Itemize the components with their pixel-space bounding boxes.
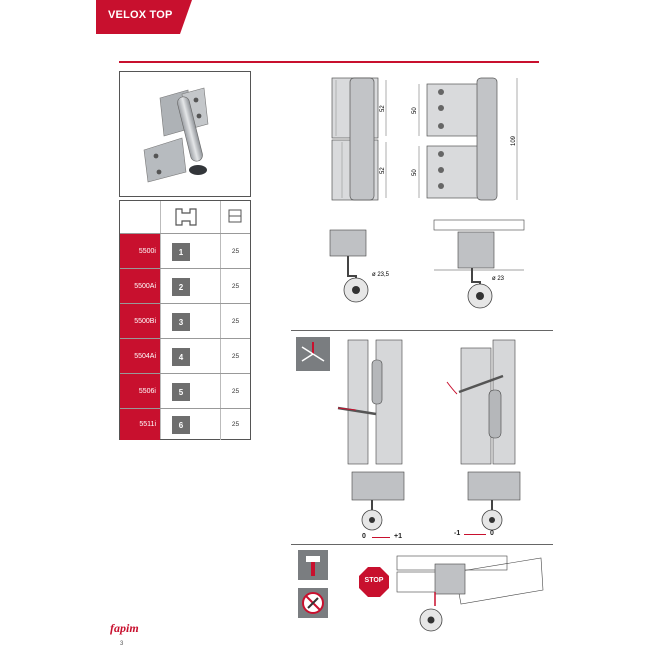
row-value: 25 xyxy=(220,269,250,304)
header-tab xyxy=(96,0,192,34)
table-row: 5500i 1 25 xyxy=(120,233,250,269)
row-code: 5500i xyxy=(120,234,160,269)
adjust-right-to: 0 xyxy=(490,530,494,537)
row-value: 25 xyxy=(220,234,250,269)
row-code: 5500Bi xyxy=(120,304,160,339)
no-screwdriver-box xyxy=(298,588,328,618)
dim-top-right: 50 xyxy=(412,107,418,114)
row-number: 4 xyxy=(172,348,190,366)
page-title: VELOX TOP xyxy=(108,9,173,21)
section-divider xyxy=(291,544,553,545)
header-rule xyxy=(119,61,539,63)
adjust-arrow-left xyxy=(372,537,390,538)
screw-icon xyxy=(228,209,242,223)
row-number: 3 xyxy=(172,313,190,331)
cross-section-b: ø 23 xyxy=(433,219,525,309)
table-divider xyxy=(160,201,161,439)
profile-icon xyxy=(175,208,197,226)
table-row: 5511i 6 25 xyxy=(120,408,250,440)
dim-bottom-right: 50 xyxy=(412,169,418,176)
adjust-section-left xyxy=(351,471,405,531)
hinge-front-drawing: 50 50 109 xyxy=(412,77,518,201)
adjust-drawing-left xyxy=(337,339,403,465)
hammer-icon-box xyxy=(298,550,328,580)
adjust-left-to: +1 xyxy=(394,533,402,540)
brand-logo: fapim xyxy=(110,621,139,635)
stop-label: STOP xyxy=(364,577,384,584)
dim-circle-a: ø 23,5 xyxy=(372,272,390,278)
table-row: 5500Ai 2 25 xyxy=(120,268,250,304)
row-value: 25 xyxy=(220,304,250,339)
product-photo-frame xyxy=(119,71,251,197)
no-screwdriver-icon xyxy=(302,592,324,614)
hinge-side-drawing: 52 52 xyxy=(331,77,387,201)
row-number: 2 xyxy=(172,278,190,296)
axes-icon-box xyxy=(296,337,330,371)
axes-icon xyxy=(301,342,325,362)
row-code: 5506i xyxy=(120,374,160,409)
row-code: 5511i xyxy=(120,409,160,440)
table-row: 5500Bi 3 25 xyxy=(120,303,250,339)
adjust-right-from: -1 xyxy=(454,530,461,537)
cross-section-a: ø 23,5 xyxy=(329,229,390,303)
row-number: 5 xyxy=(172,383,190,401)
row-code: 5500Ai xyxy=(120,269,160,304)
stop-sign-icon xyxy=(359,567,389,597)
row-number: 1 xyxy=(172,243,190,261)
table-header xyxy=(120,201,250,234)
dim-top-left: 52 xyxy=(380,105,386,112)
row-value: 25 xyxy=(220,339,250,374)
page-number: 3 xyxy=(120,641,124,647)
section-divider xyxy=(291,330,553,331)
model-table: 5500i 1 25 5500Ai 2 25 5500Bi 3 25 5504A… xyxy=(119,200,251,440)
dim-bottom-left: 52 xyxy=(380,167,386,174)
hinge-photo-icon xyxy=(143,87,209,183)
dim-total: 109 xyxy=(511,135,517,146)
row-value: 25 xyxy=(220,409,250,440)
hinge-open-drawing xyxy=(396,555,544,632)
table-row: 5504Ai 4 25 xyxy=(120,338,250,374)
dim-circle-b: ø 23 xyxy=(492,276,505,282)
adjust-section-right xyxy=(467,471,521,531)
row-number: 6 xyxy=(172,416,190,434)
table-row: 5506i 5 25 xyxy=(120,373,250,409)
adjust-drawing-right xyxy=(446,339,516,465)
adjust-left-from: 0 xyxy=(362,533,366,540)
hammer-icon xyxy=(306,556,320,576)
adjust-arrow-right xyxy=(464,534,486,535)
row-value: 25 xyxy=(220,374,250,409)
row-code: 5504Ai xyxy=(120,339,160,374)
